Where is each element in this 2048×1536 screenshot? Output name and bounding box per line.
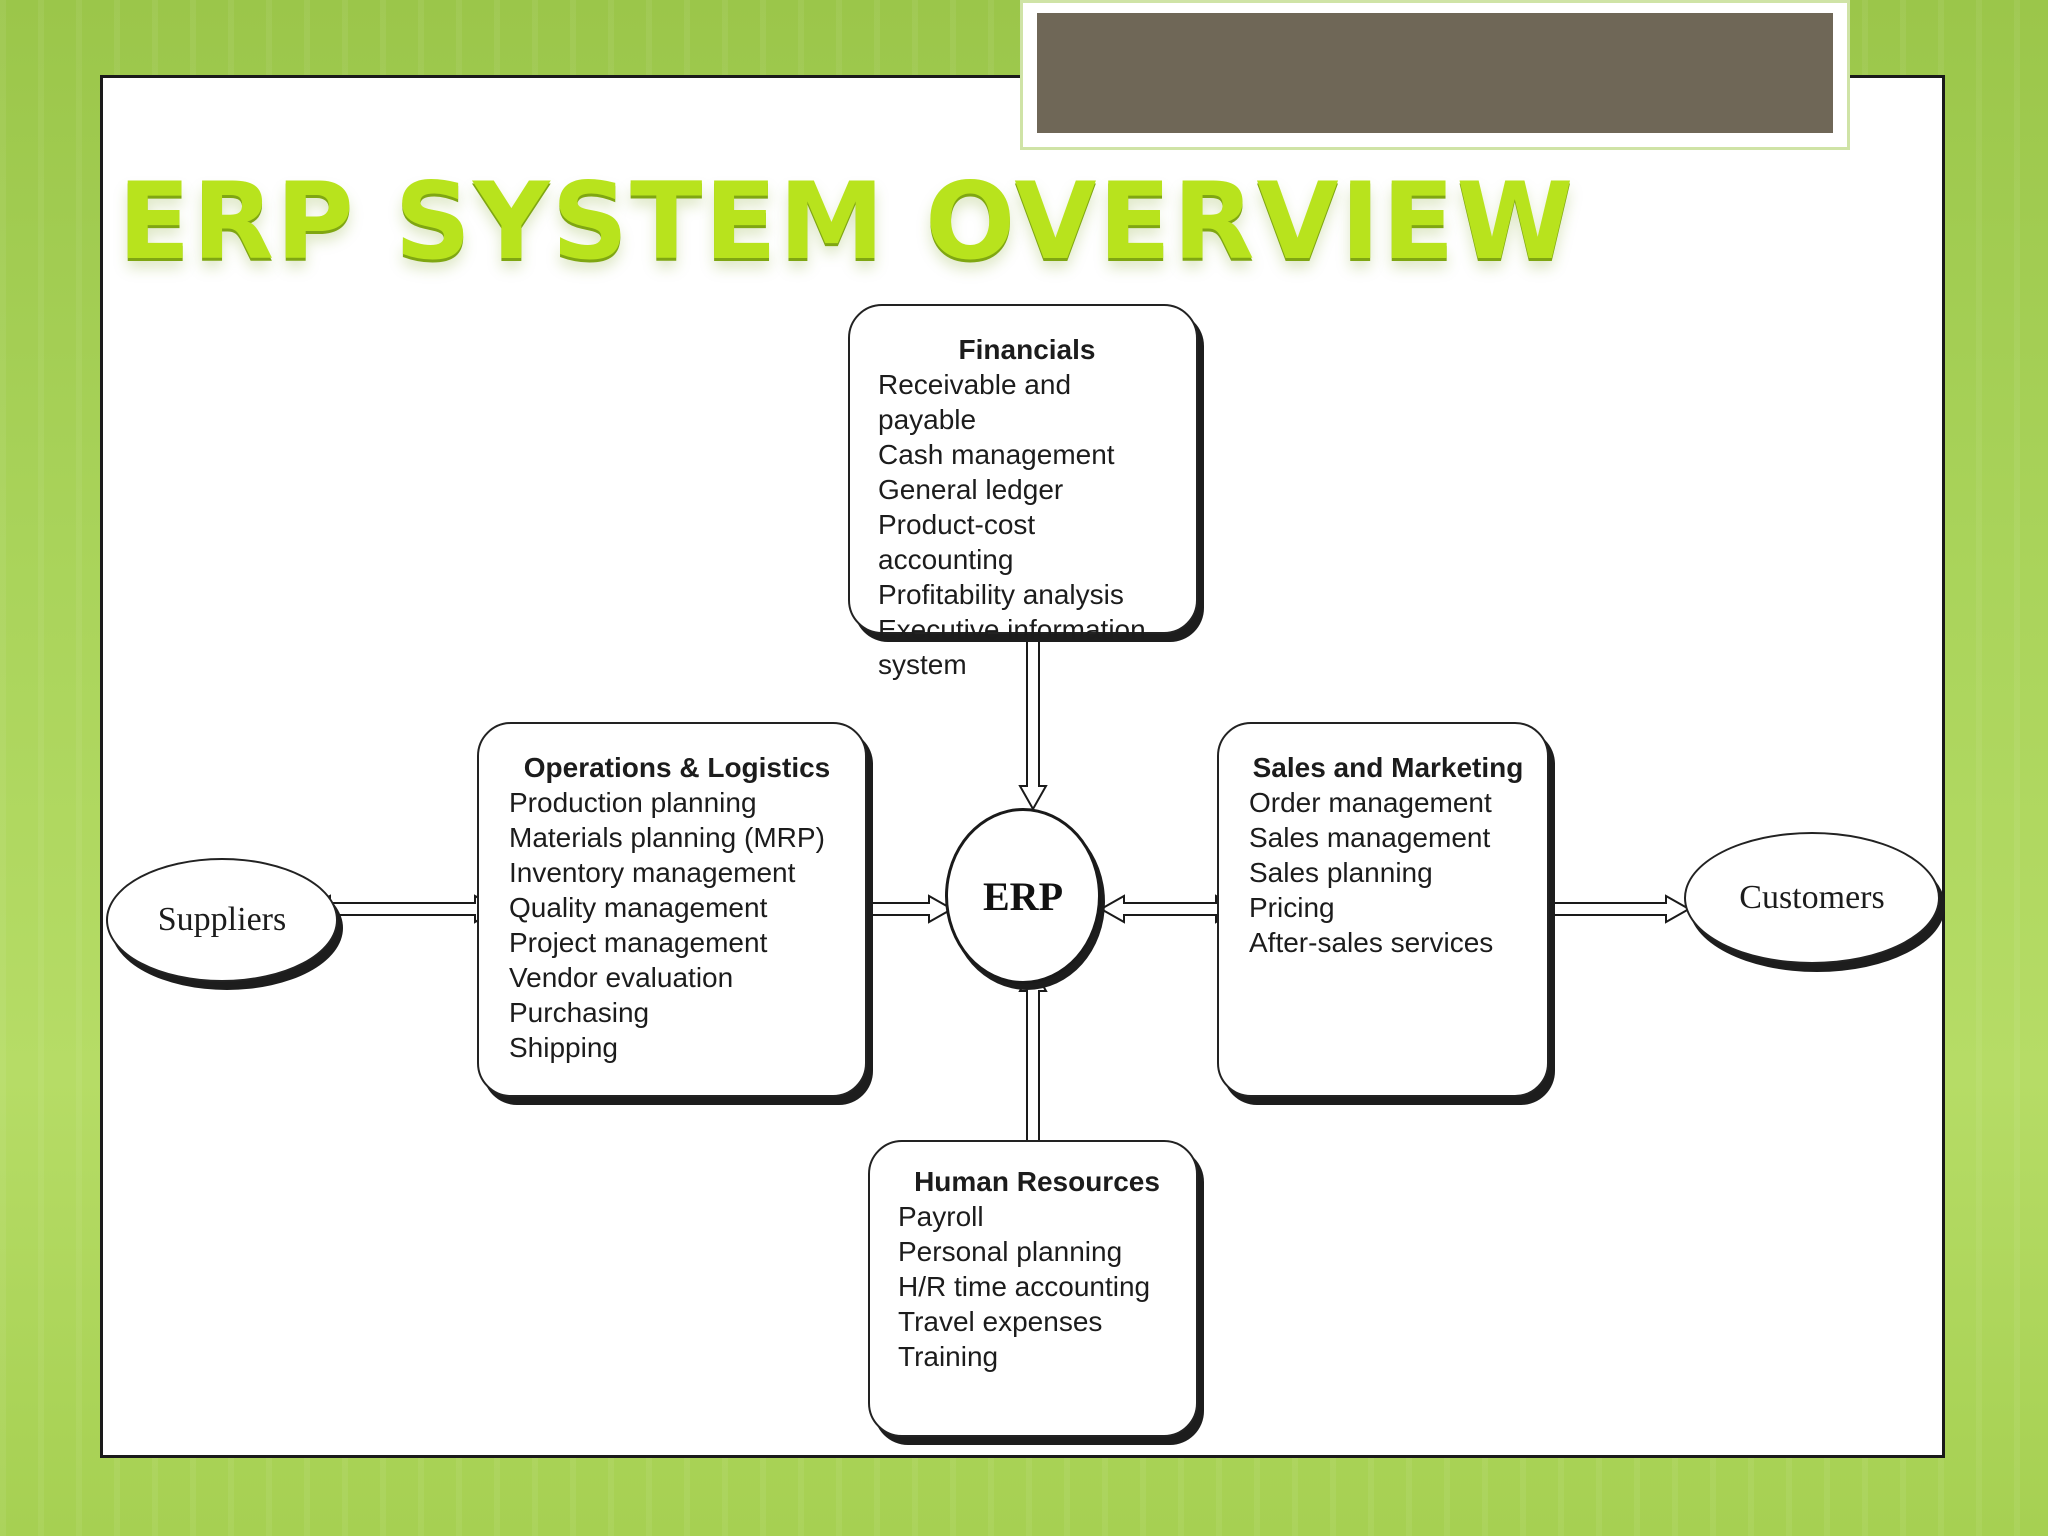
list-item: Payroll — [898, 1201, 984, 1232]
slide-title: ERP SYSTEM OVERVIEW — [118, 160, 1576, 283]
list-item: Travel expenses — [898, 1306, 1103, 1337]
customers-label: Customers — [1739, 879, 1885, 916]
list-item: Sales management — [1249, 822, 1491, 853]
sales-marketing-title: Sales and Marketing — [1252, 752, 1524, 783]
human-resources-box: Human Resources Payroll Personal plannin… — [868, 1140, 1198, 1437]
list-item: Vendor evaluation — [509, 962, 734, 993]
operations-logistics-title: Operations & Logistics — [523, 752, 831, 783]
list-item: General ledger — [878, 474, 1064, 505]
list-item: Cash management — [878, 439, 1115, 470]
list-item: Training — [898, 1341, 999, 1372]
suppliers-node: Suppliers — [106, 858, 338, 982]
header-tab-fill — [1037, 13, 1833, 133]
list-item: Receivable and payable — [878, 369, 1072, 435]
list-item: Materials planning (MRP) — [509, 822, 825, 853]
list-item: Purchasing — [509, 997, 650, 1028]
financials-list: Receivable and payable Cash management G… — [878, 367, 1176, 682]
list-item: Pricing — [1249, 892, 1335, 923]
suppliers-label: Suppliers — [157, 901, 287, 938]
list-item: Shipping — [509, 1032, 618, 1063]
erp-center-node: ERP — [945, 808, 1101, 984]
customers-node: Customers — [1684, 832, 1940, 964]
list-item: After-sales services — [1249, 927, 1494, 958]
arrow-erp-hr — [1018, 965, 1048, 1167]
list-item: Profitability analysis — [878, 579, 1124, 610]
list-item: Production planning — [509, 787, 757, 818]
list-item: Quality management — [509, 892, 768, 923]
sales-marketing-box: Sales and Marketing Order management Sal… — [1217, 722, 1549, 1097]
list-item: Personal planning — [898, 1236, 1123, 1267]
financials-title: Financials — [958, 334, 1096, 365]
list-item: Project management — [509, 927, 768, 958]
list-item: Product-cost accounting — [878, 509, 1036, 575]
erp-label: ERP — [983, 873, 1063, 919]
human-resources-title: Human Resources — [914, 1166, 1160, 1197]
arrow-sales-customers — [1527, 894, 1692, 924]
list-item: system — [878, 649, 967, 680]
list-item: Inventory management — [509, 857, 796, 888]
operations-logistics-list: Production planning Materials planning (… — [509, 785, 845, 1065]
list-item: H/R time accounting — [898, 1271, 1151, 1302]
list-item: Sales planning — [1249, 857, 1433, 888]
list-item: Executive information — [878, 614, 1146, 645]
human-resources-list: Payroll Personal planning H/R time accou… — [898, 1199, 1176, 1374]
financials-box: Financials Receivable and payable Cash m… — [848, 304, 1198, 680]
header-tab — [1020, 0, 1850, 150]
list-item: Order management — [1249, 787, 1492, 818]
operations-logistics-box: Operations & Logistics Production planni… — [477, 722, 867, 1097]
sales-marketing-list: Order management Sales management Sales … — [1249, 785, 1527, 960]
